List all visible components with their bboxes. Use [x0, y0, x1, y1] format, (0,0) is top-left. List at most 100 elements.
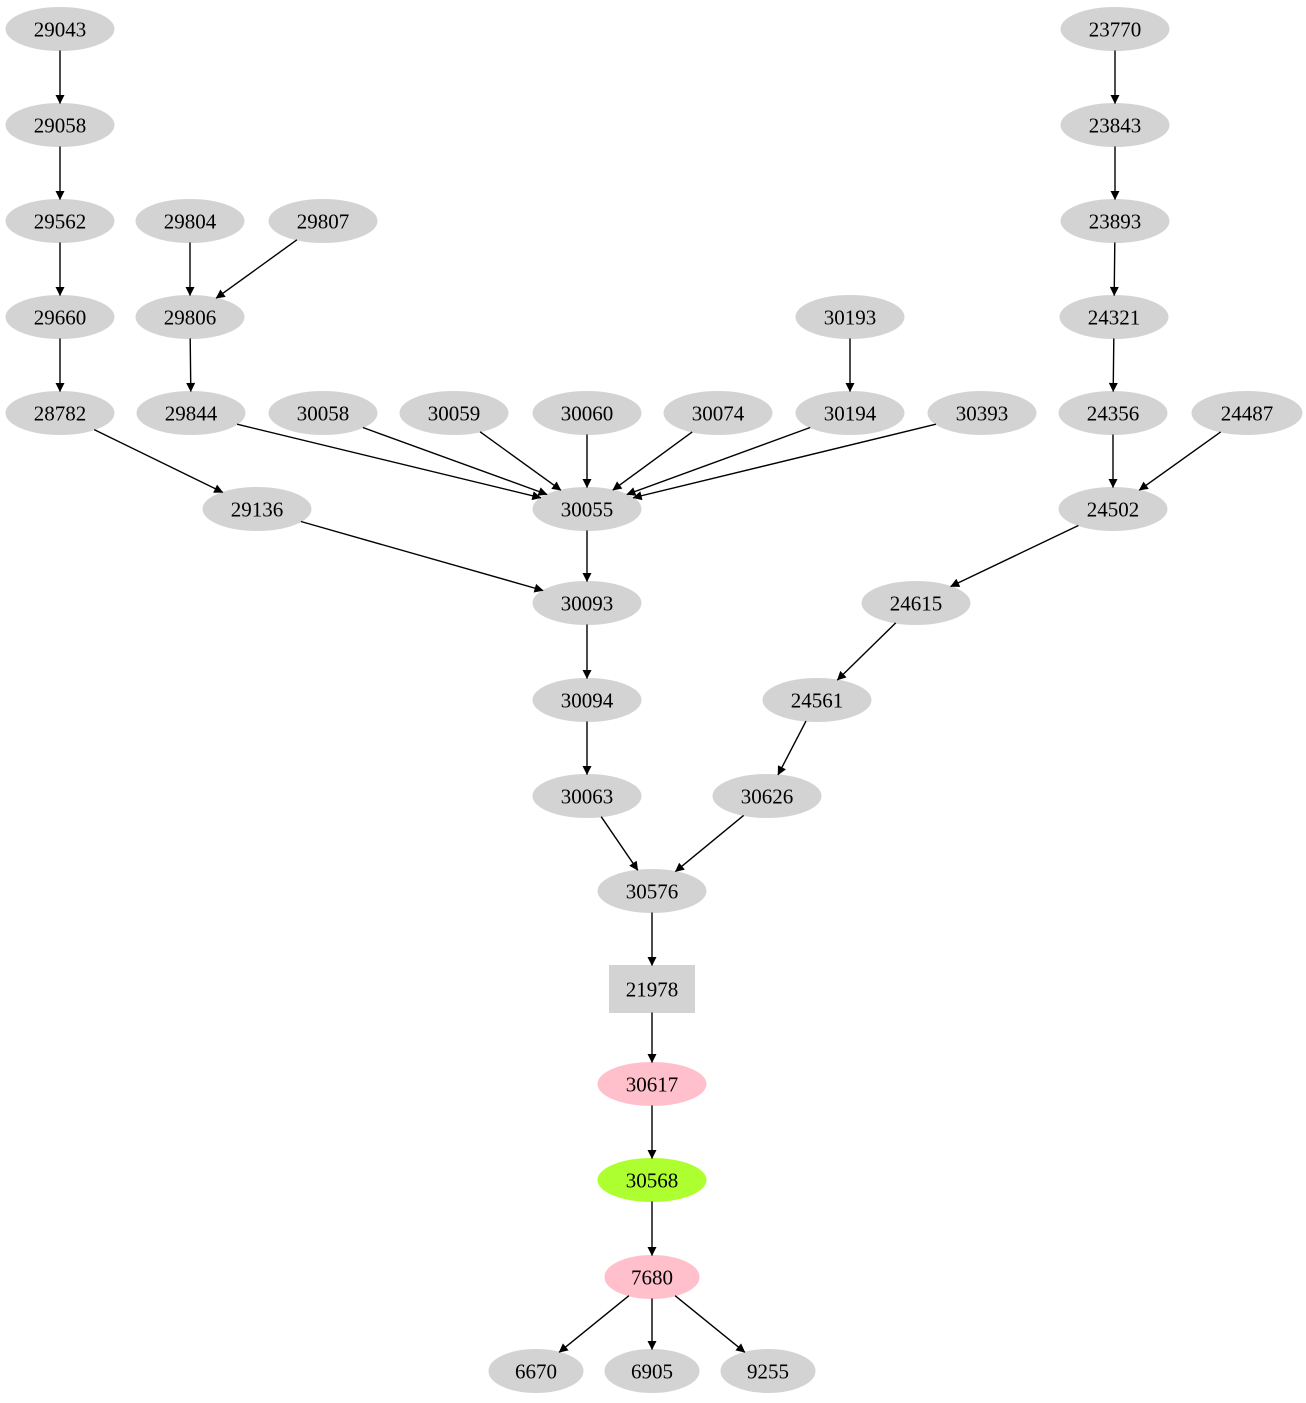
node-23770: 23770 [1060, 7, 1170, 51]
node-21978: 21978 [609, 965, 695, 1013]
node-label-7680: 7680 [631, 1265, 673, 1289]
node-30576: 30576 [597, 869, 707, 913]
node-30193: 30193 [795, 295, 905, 339]
node-label-29844: 29844 [165, 401, 218, 425]
node-ellipse-shape [399, 391, 509, 435]
node-label-29136: 29136 [231, 497, 284, 521]
edge-30059-30055 [479, 431, 562, 491]
node-30060: 30060 [532, 391, 642, 435]
edge-29136-30093 [300, 520, 544, 593]
edge-24561-30626 [777, 720, 807, 776]
edge-24502-24615 [950, 524, 1079, 588]
node-label-23843: 23843 [1089, 113, 1142, 137]
node-24502: 24502 [1058, 487, 1168, 531]
node-29844: 29844 [136, 391, 246, 435]
node-label-24487: 24487 [1221, 401, 1274, 425]
node-label-21978: 21978 [626, 977, 679, 1001]
node-23893: 23893 [1060, 199, 1170, 243]
node-ellipse-shape [268, 391, 378, 435]
node-label-30617: 30617 [626, 1072, 679, 1096]
node-28782: 28782 [5, 391, 115, 435]
node-30059: 30059 [399, 391, 509, 435]
node-label-30074: 30074 [692, 401, 745, 425]
edge-30063-30576 [600, 816, 639, 871]
node-ellipse-shape [762, 678, 872, 722]
node-9255: 9255 [720, 1349, 816, 1393]
node-label-30055: 30055 [561, 497, 614, 521]
node-label-30193: 30193 [824, 305, 877, 329]
node-label-30576: 30576 [626, 879, 679, 903]
node-7680: 7680 [604, 1255, 700, 1299]
node-24615: 24615 [861, 581, 971, 625]
node-label-24561: 24561 [791, 688, 844, 712]
node-30093: 30093 [532, 581, 642, 625]
node-29806: 29806 [135, 295, 245, 339]
node-ellipse-shape [720, 1349, 816, 1393]
node-label-29806: 29806 [164, 305, 217, 329]
node-24561: 24561 [762, 678, 872, 722]
node-ellipse-shape [488, 1349, 584, 1393]
edge-7680-9255 [674, 1295, 746, 1353]
edge-23893-24321 [1109, 242, 1119, 296]
node-label-24356: 24356 [1087, 401, 1140, 425]
edge-29844-30055 [236, 423, 542, 501]
node-label-30626: 30626 [741, 784, 794, 808]
node-ellipse-shape [1191, 391, 1303, 435]
node-label-29562: 29562 [34, 209, 87, 233]
node-label-30568: 30568 [626, 1168, 679, 1192]
node-30063: 30063 [532, 774, 642, 818]
node-label-30194: 30194 [824, 401, 877, 425]
node-label-28782: 28782 [34, 401, 87, 425]
node-label-30058: 30058 [297, 401, 350, 425]
node-label-30063: 30063 [561, 784, 614, 808]
node-6905: 6905 [604, 1349, 700, 1393]
edge-30074-30055 [612, 431, 693, 491]
node-label-29804: 29804 [164, 209, 217, 233]
node-label-29807: 29807 [297, 209, 350, 233]
node-29807: 29807 [268, 199, 378, 243]
node-29043: 29043 [5, 7, 115, 51]
node-29136: 29136 [202, 487, 312, 531]
node-label-30059: 30059 [428, 401, 481, 425]
graph-nodes: 29043 29058 29562 29660 28782 29804 29807 29806… [5, 7, 1303, 1393]
node-29058: 29058 [5, 103, 115, 147]
edge-30194-30055 [626, 426, 811, 496]
node-30626: 30626 [712, 774, 822, 818]
node-ellipse-shape [202, 487, 312, 531]
node-30393: 30393 [927, 391, 1037, 435]
node-30055: 30055 [532, 487, 642, 531]
edge-24615-24561 [836, 622, 897, 681]
node-label-23893: 23893 [1089, 209, 1142, 233]
node-ellipse-shape [268, 199, 378, 243]
node-label-30393: 30393 [956, 401, 1009, 425]
node-30568: 30568 [597, 1158, 707, 1202]
node-30074: 30074 [663, 391, 773, 435]
node-label-30093: 30093 [561, 591, 614, 615]
node-ellipse-shape [861, 581, 971, 625]
node-ellipse-shape [663, 391, 773, 435]
node-label-29660: 29660 [34, 305, 87, 329]
node-label-29043: 29043 [34, 17, 87, 41]
node-ellipse-shape [927, 391, 1037, 435]
node-29804: 29804 [135, 199, 245, 243]
node-label-29058: 29058 [34, 113, 87, 137]
node-30194: 30194 [795, 391, 905, 435]
edge-29806-29844 [186, 338, 196, 392]
node-box-shape [609, 965, 695, 1013]
edge-30058-30055 [362, 426, 548, 496]
edge-28782-29136 [93, 428, 224, 494]
graph-edges [55, 50, 1222, 1353]
node-30058: 30058 [268, 391, 378, 435]
edge-24321-24356 [1108, 338, 1118, 392]
node-24487: 24487 [1191, 391, 1303, 435]
node-6670: 6670 [488, 1349, 584, 1393]
node-24321: 24321 [1059, 295, 1169, 339]
node-label-24502: 24502 [1087, 497, 1140, 521]
node-29660: 29660 [5, 295, 115, 339]
node-30094: 30094 [532, 678, 642, 722]
node-label-24615: 24615 [890, 591, 943, 615]
node-29562: 29562 [5, 199, 115, 243]
node-label-30094: 30094 [561, 688, 614, 712]
